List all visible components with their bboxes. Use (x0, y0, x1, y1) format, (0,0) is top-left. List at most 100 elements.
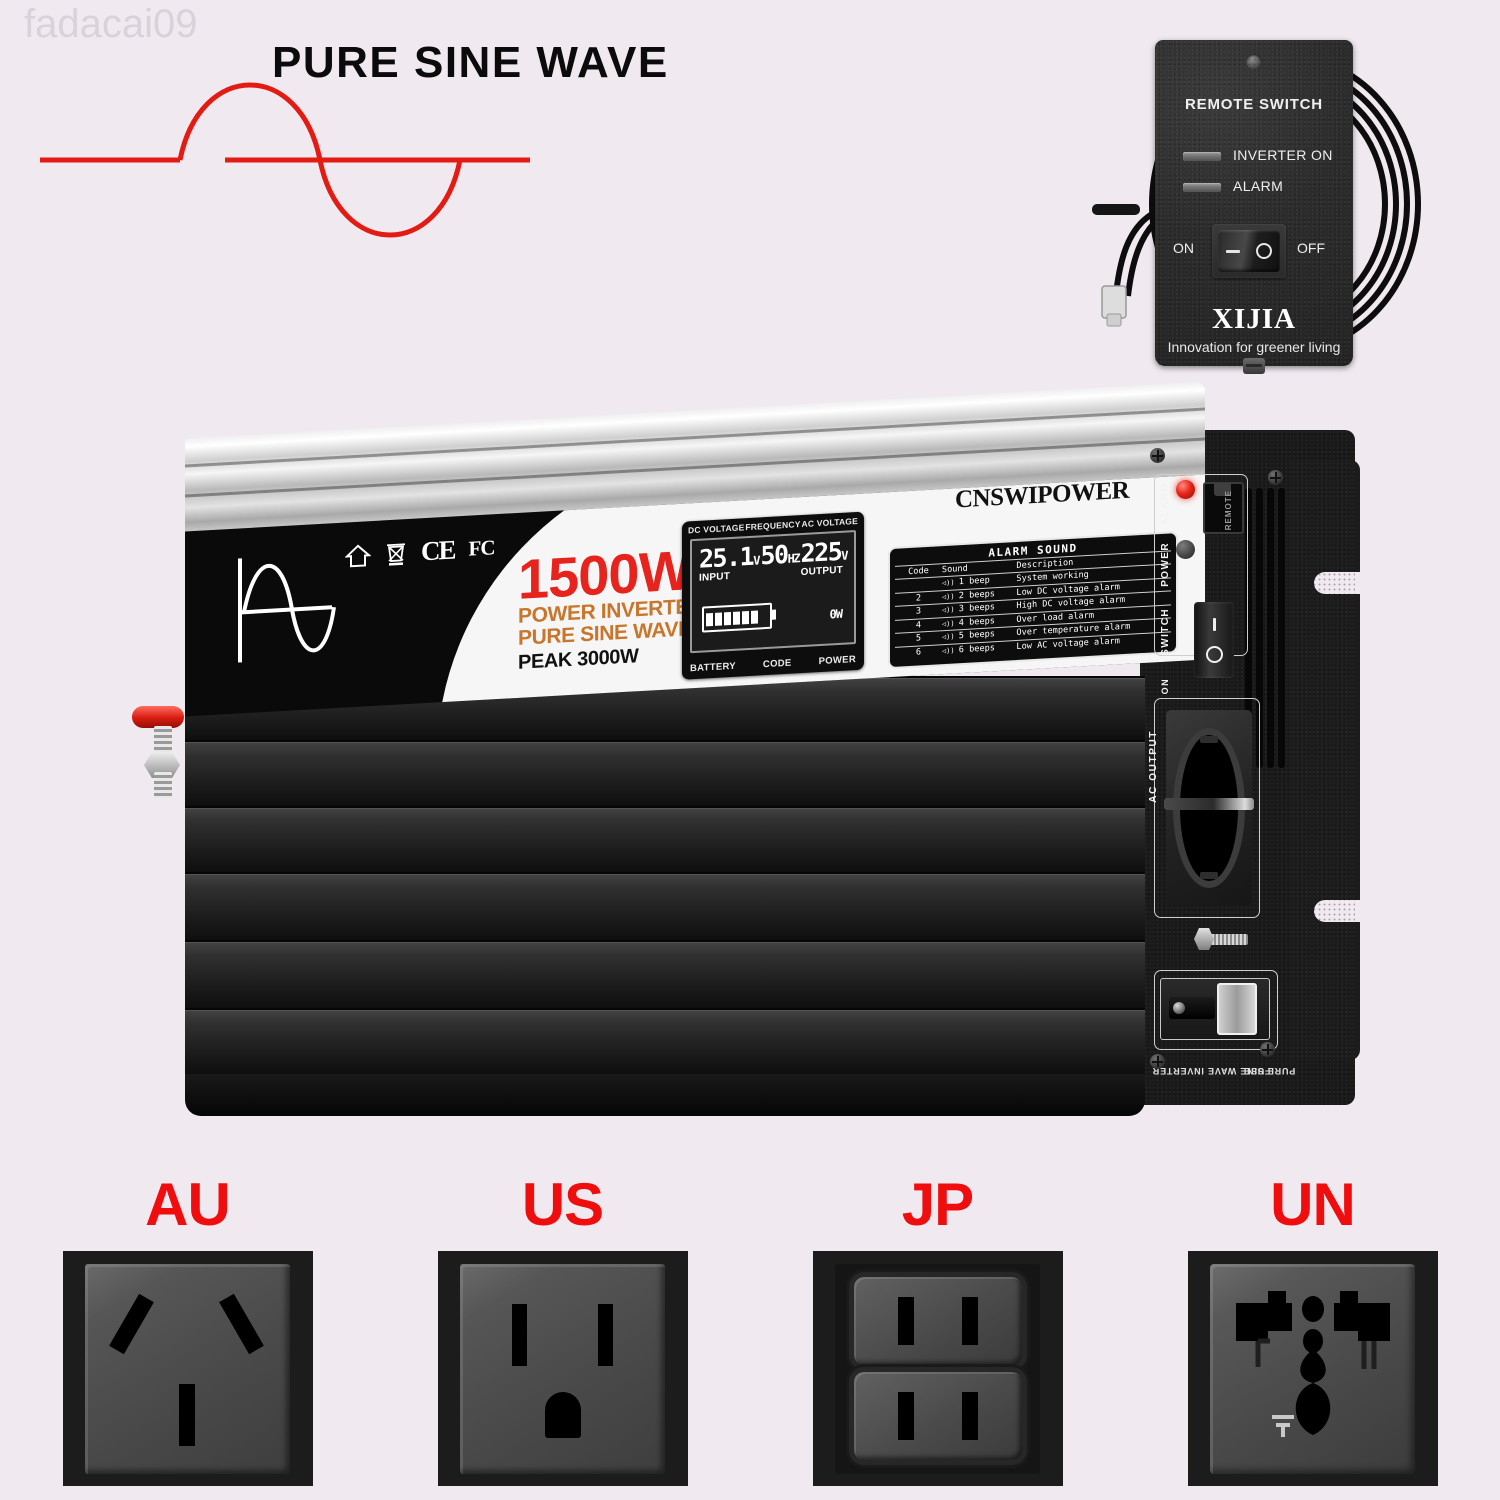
lcd-ac-value: 225 (800, 536, 842, 569)
fuse-barrel-icon (1169, 997, 1215, 1019)
plug-option-us[interactable]: US (375, 1175, 750, 1486)
corner-screw-icon (1150, 1054, 1165, 1069)
lcd-frequency-readout: 50HZ (760, 539, 800, 580)
lcd-label-ac-voltage: AC VOLTAGE (801, 515, 858, 530)
lcd-label-code: CODE (762, 657, 792, 671)
us-earth-slot (545, 1391, 581, 1438)
side-label-switch: SWITCH (1160, 608, 1171, 656)
switch-off-circle-icon (1205, 645, 1223, 663)
lcd-label-power: POWER (818, 653, 856, 668)
lcd-display: DC VOLTAGE FREQUENCY AC VOLTAGE 25.1V IN… (682, 511, 864, 680)
alarm-indicator-led (1176, 480, 1195, 499)
lcd-dc-readout: 25.1V INPUT (699, 541, 759, 584)
lcd-ac-readout: 225V OUTPUT (800, 536, 847, 579)
lcd-ac-unit: V (841, 548, 847, 563)
lcd-battery-gauge (702, 602, 772, 633)
corner-screw-icon (1268, 470, 1283, 485)
jp-slot (961, 1392, 978, 1441)
fcc-mark: FC (468, 535, 495, 561)
wattage-block: 1500W POWER INVERTER PURE SINE WAVE PEAK… (518, 538, 708, 675)
plug-option-un[interactable]: UN (1125, 1175, 1500, 1486)
terminal-bolt-icon (154, 726, 172, 756)
corner-screw-icon (1150, 448, 1165, 463)
inverter-front-face: CE FC 1500W POWER INVERTER PURE SINE WAV… (185, 474, 1205, 717)
terminal-bolt-icon (154, 772, 172, 798)
lcd-power-unit: W (835, 606, 842, 622)
us-neutral-slot (598, 1303, 613, 1366)
positive-terminal-cover-icon (132, 706, 184, 728)
lcd-bottom-labels: BATTERY CODE POWER (690, 654, 856, 674)
lcd-screen: 25.1V INPUT 50HZ 225V OUTPUT (690, 529, 856, 654)
bracket-slot (1314, 572, 1360, 594)
lcd-dc-value: 25.1 (699, 541, 754, 574)
house-icon (345, 543, 371, 567)
au-live-slot (109, 1293, 154, 1354)
side-label-remote: REMOTE (1224, 490, 1233, 531)
au-socket-icon (62, 1251, 313, 1486)
fuse-group-outline (1154, 970, 1278, 1050)
sine-wave-graphic (40, 82, 530, 238)
lcd-dc-caption: INPUT (699, 571, 730, 584)
remote-rj11-jack[interactable] (1203, 482, 1244, 534)
side-label-product-type: PURE SINE WAVE INVERTER (1152, 1066, 1296, 1076)
side-label-ac-output: AC OUTPUT (1148, 730, 1159, 803)
lcd-dc-unit: V (753, 553, 759, 568)
side-label-power: POWER (1160, 542, 1171, 587)
mounting-bracket (1290, 460, 1360, 1060)
alarm-label: ALARM (1233, 178, 1284, 194)
power-inverter-product: ALARM POWER SWITCH ON REMOTE AC OUTPUT (132, 381, 1390, 1130)
plug-code-label: UN (1270, 1171, 1356, 1238)
mounting-hole-icon (1246, 54, 1262, 70)
xijia-brand: XIJIA (1212, 303, 1296, 335)
inverter-power-rocker-switch[interactable] (1194, 602, 1234, 678)
power-indicator-led (1176, 540, 1195, 559)
inverter-right-panel: ALARM POWER SWITCH ON REMOTE AC OUTPUT (1140, 430, 1360, 1105)
jp-outlet-lower (853, 1372, 1022, 1461)
alarm-cell-code: 6 (895, 644, 942, 661)
watermark: fadacai09 (24, 2, 198, 46)
lcd-label-frequency: FREQUENCY (745, 519, 801, 533)
alarm-led (1183, 183, 1221, 192)
earth-clip-icon (1200, 736, 1218, 743)
remote-switch-panel: REMOTE SWITCH INVERTER ON ALARM ON OFF X… (1155, 40, 1353, 374)
lcd-ac-caption: OUTPUT (800, 564, 843, 579)
au-earth-slot (179, 1383, 195, 1446)
ac-output-schuko-socket[interactable] (1164, 710, 1254, 905)
lcd-freq-value: 50 (760, 539, 788, 571)
remote-power-rocker-switch[interactable] (1218, 230, 1280, 272)
fuse-holder[interactable] (1160, 978, 1270, 1040)
plug-option-jp[interactable]: JP (750, 1175, 1125, 1486)
alarm-sound-table: ALARM SOUND Code Sound Description 1 bee… (888, 530, 1178, 670)
heatsink-fins (185, 676, 1145, 1116)
certification-icons: CE FC (345, 532, 495, 571)
panel-screw-icon (1243, 358, 1265, 374)
remote-switch-on-label: ON (1173, 240, 1194, 256)
earth-clip-icon (1200, 872, 1218, 879)
switch-on-bar-icon (1226, 249, 1240, 253)
switch-on-bar-icon (1212, 617, 1216, 631)
fuse-glass-icon (1217, 983, 1257, 1035)
xijia-tagline: Innovation for greener living (1167, 339, 1341, 355)
remote-switch-off-label: OFF (1297, 240, 1325, 256)
switch-off-circle-icon (1256, 243, 1272, 259)
page-title: PURE SINE WAVE (272, 38, 669, 87)
plug-option-au[interactable]: AU (0, 1175, 375, 1486)
universal-socket-holes (1235, 1290, 1390, 1437)
plug-type-gallery: AU US JP (0, 1175, 1500, 1500)
lcd-freq-unit: HZ (787, 551, 800, 566)
corner-screw-icon (1260, 1042, 1275, 1057)
jp-slot (961, 1296, 978, 1345)
au-neutral-slot (219, 1293, 264, 1354)
sine-logo-icon (238, 558, 336, 663)
bracket-slot (1314, 900, 1360, 922)
jp-socket-icon (812, 1251, 1063, 1486)
weee-bin-icon (387, 542, 405, 566)
remote-switch-assembly: REMOTE SWITCH INVERTER ON ALARM ON OFF X… (1080, 14, 1490, 389)
remote-switch-title: REMOTE SWITCH (1185, 96, 1323, 113)
universal-socket-icon (1187, 1251, 1438, 1486)
jp-slot (897, 1296, 914, 1345)
jp-slot (897, 1392, 914, 1441)
ac-output-outline (1154, 698, 1260, 918)
plug-code-label: AU (145, 1171, 231, 1238)
